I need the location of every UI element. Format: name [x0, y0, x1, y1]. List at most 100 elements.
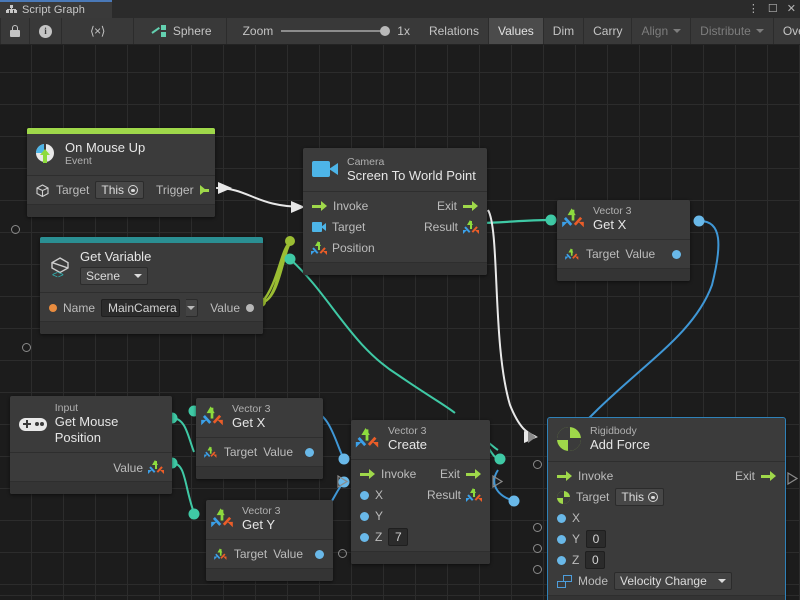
node-title: Create [388, 437, 428, 453]
y-value-field[interactable]: 0 [586, 530, 607, 549]
port-row-z[interactable]: Z 0 [548, 550, 785, 571]
port-name-in[interactable] [22, 343, 31, 352]
close-icon[interactable]: ✕ [786, 2, 796, 15]
port-row-mode[interactable]: Mode Velocity Change [548, 571, 785, 592]
port-row-y[interactable]: Y 0 [548, 529, 785, 550]
lock-button[interactable] [0, 18, 30, 44]
variable-name-field[interactable]: MainCamera [101, 298, 180, 317]
vector3-icon [355, 428, 379, 448]
toolbar-button-relations[interactable]: Relations [420, 18, 489, 44]
port-rigidbody-target-in[interactable] [533, 460, 542, 469]
node-vector3-get-x-mid[interactable]: Vector 3 Get X Target Value [196, 398, 323, 479]
node-get-variable[interactable]: <> Get Variable Scene Name MainCamera [22, 237, 263, 352]
port-row-invoke-exit[interactable]: Invoke Exit [303, 196, 487, 217]
float-port-icon [360, 532, 369, 542]
float-port-icon [315, 549, 324, 559]
maximize-icon[interactable]: ☐ [767, 2, 778, 15]
z-value-field[interactable]: 0 [585, 551, 606, 570]
node-vector3-get-y[interactable]: Vector 3 Get Y Target Value [206, 500, 333, 581]
toolbar-button-dim[interactable]: Dim [544, 18, 585, 44]
port-row-x[interactable]: X [548, 508, 785, 529]
force-mode-dropdown[interactable]: Velocity Change [614, 572, 732, 591]
node-on-mouse-up[interactable]: On Mouse Up Event Target This Trigger [11, 128, 215, 234]
vector3-port-icon [565, 248, 579, 260]
port-row-target[interactable]: Target This Trigger [27, 180, 215, 201]
target-label: Target [586, 247, 620, 262]
node-input-get-mouse-position[interactable]: Input Get Mouse Position Value [10, 396, 172, 495]
toolbar-button-overview[interactable]: Overview [774, 18, 800, 44]
node-subtitle: Vector 3 [232, 403, 271, 415]
port-vector3-create-invoke-in[interactable] [337, 474, 349, 489]
port-row-target[interactable]: Target This [548, 487, 785, 508]
port-rigidbody-mode-in[interactable] [533, 565, 542, 574]
port-row-position[interactable]: Position [303, 238, 487, 259]
node-title: Get Y [242, 517, 276, 533]
port-row-x-result[interactable]: X Result [351, 485, 490, 506]
node-header: Input Get Mouse Position [10, 396, 172, 452]
toolbar-button-align-label: Align [641, 24, 669, 38]
camera-port-icon [312, 222, 326, 233]
target-picker-icon[interactable] [648, 492, 659, 503]
force-mode-value: Velocity Change [620, 574, 707, 589]
zoom-slider[interactable] [281, 26, 391, 36]
node-body: Target This Trigger [27, 174, 215, 204]
z-value-field[interactable]: 7 [388, 528, 409, 547]
node-header: Vector 3 Get Y [206, 500, 333, 539]
zoom-control[interactable]: Zoom 1x [227, 18, 420, 44]
port-vector3-create-exit-out[interactable] [492, 474, 504, 489]
target-label: Target [233, 547, 268, 562]
port-row-invoke-exit[interactable]: Invoke Exit [548, 466, 785, 487]
port-rigidbody-y-in[interactable] [533, 523, 542, 532]
node-vector3-create[interactable]: Vector 3 Create Invoke Exit X Result [351, 420, 490, 564]
lock-icon [10, 25, 20, 37]
port-row-target-value[interactable]: Target Value [557, 244, 690, 265]
result-label: Result [423, 220, 458, 235]
toolbar-button-values[interactable]: Values [488, 18, 544, 44]
variable-scope-dropdown[interactable]: Scene [80, 267, 148, 286]
toolbar-button-align[interactable]: Align [632, 18, 692, 44]
tab-script-graph[interactable]: Script Graph [0, 0, 112, 18]
port-row-value[interactable]: Value [10, 457, 172, 478]
kebab-menu-icon[interactable]: ⋮ [747, 2, 759, 15]
y-label: Y [375, 509, 384, 524]
graph-canvas[interactable]: On Mouse Up Event Target This Trigger [0, 45, 800, 600]
port-row-target-value[interactable]: Target Value [206, 544, 333, 565]
node-rigidbody-add-force[interactable]: Rigidbody Add Force Invoke Exit [547, 417, 786, 600]
position-label: Position [332, 241, 375, 256]
x-label: X [572, 511, 581, 526]
invoke-label: Invoke [381, 467, 417, 482]
port-row-name[interactable]: Name MainCamera Value [40, 297, 263, 318]
chevron-down-icon [755, 29, 764, 33]
zoom-slider-handle[interactable] [380, 26, 391, 36]
node-body: Target Value [196, 436, 323, 466]
port-row-target-result[interactable]: Target Result [303, 217, 487, 238]
port-row-target-value[interactable]: Target Value [196, 442, 323, 463]
port-row-y[interactable]: Y [351, 506, 490, 527]
invoke-label: Invoke [333, 199, 369, 214]
target-label: Target [576, 490, 610, 505]
port-vector3-create-z-in[interactable] [338, 549, 347, 558]
toolbar-button-distribute[interactable]: Distribute [691, 18, 774, 44]
code-brackets-icon: ⟨×⟩ [90, 24, 105, 38]
node-vector3-get-x-top[interactable]: Vector 3 Get X Target Value [557, 200, 690, 281]
info-button[interactable]: i [30, 18, 62, 44]
port-rigidbody-z-in[interactable] [533, 544, 542, 553]
port-rigidbody-invoke-in[interactable] [528, 431, 536, 443]
toolbar-button-distribute-label: Distribute [700, 24, 751, 38]
port-target-in[interactable] [11, 225, 20, 234]
code-button[interactable]: ⟨×⟩ [62, 18, 134, 44]
target-value-field[interactable]: This [95, 181, 145, 200]
variable-name-dropdown[interactable] [185, 298, 199, 317]
port-row-z[interactable]: Z 7 [351, 527, 490, 548]
chevron-down-icon [717, 579, 726, 584]
node-title: Get Variable [80, 249, 152, 264]
node-camera-screen-to-world-point[interactable]: Camera Screen To World Point Invoke Exit… [303, 148, 487, 275]
chevron-down-icon [187, 305, 196, 310]
target-picker-icon[interactable] [128, 185, 139, 196]
float-port-icon [360, 511, 369, 521]
target-value-field[interactable]: This [615, 488, 665, 507]
port-row-invoke-exit[interactable]: Invoke Exit [351, 464, 490, 485]
graph-object-breadcrumb[interactable]: Sphere [134, 18, 227, 44]
toolbar-button-carry[interactable]: Carry [584, 18, 633, 44]
